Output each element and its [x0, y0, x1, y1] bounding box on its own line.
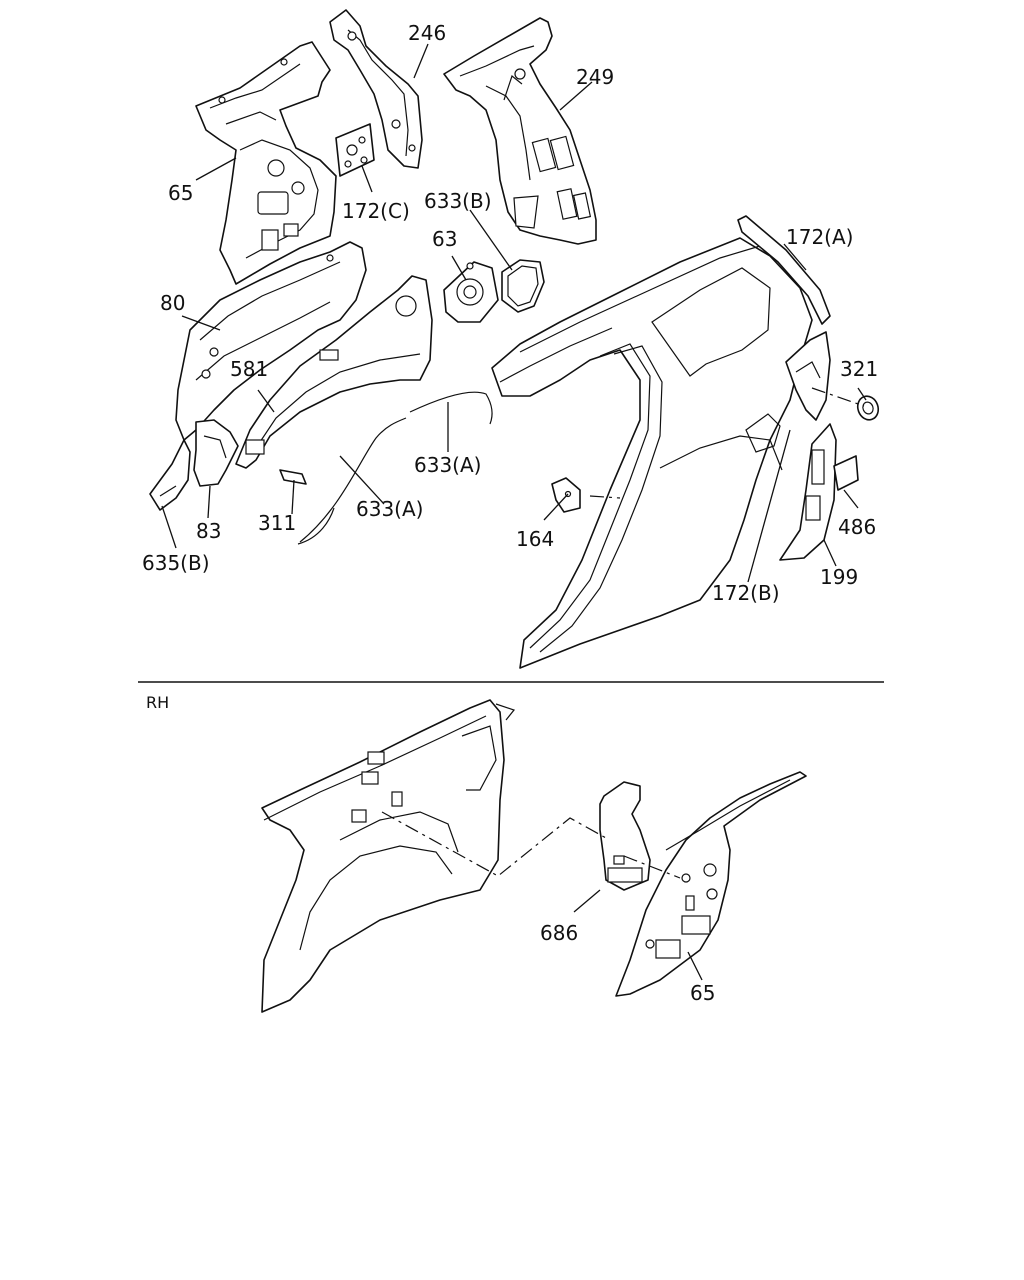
callout-249: 249 — [576, 65, 614, 89]
part-65-rh-panel — [615, 771, 807, 997]
callout-633a-lower: 633(A) — [356, 497, 423, 521]
callout-581: 581 — [230, 357, 268, 381]
side-body-outer-panel — [491, 237, 813, 669]
leader-lines-bottom — [381, 811, 703, 981]
part-686-bracket — [599, 781, 651, 891]
callout-633b: 633(B) — [424, 189, 492, 213]
callout-686: 686 — [540, 921, 578, 945]
callout-311: 311 — [258, 511, 296, 535]
callout-63: 63 — [432, 227, 457, 251]
callout-65-bottom: 65 — [690, 981, 715, 1005]
part-633a-strips — [297, 391, 493, 545]
part-80-wheelhouse — [175, 241, 367, 441]
part-581-wheelhouse-inner — [235, 275, 433, 469]
callout-164: 164 — [516, 527, 554, 551]
leader-lines-top — [161, 43, 867, 583]
part-172c-plate — [335, 123, 375, 177]
part-321-cap — [856, 395, 880, 421]
part-83-extension — [193, 419, 239, 487]
part-311-clip — [279, 469, 307, 485]
part-172b-corner — [785, 331, 831, 421]
part-635b-bracket — [149, 439, 191, 511]
part-65-inner-panel — [195, 41, 337, 285]
callout-172b: 172(B) — [712, 581, 780, 605]
callout-65-top: 65 — [168, 181, 193, 205]
callout-486: 486 — [838, 515, 876, 539]
rh-body-cutaway — [261, 699, 516, 1013]
callout-labels: 65 246 172(C) 633(B) 249 63 172(A) 80 58… — [142, 21, 878, 1005]
callout-83: 83 — [196, 519, 221, 543]
callout-633a-upper: 633(A) — [414, 453, 481, 477]
part-486-label — [833, 455, 859, 491]
callout-246: 246 — [408, 21, 446, 45]
callout-635b: 635(B) — [142, 551, 210, 575]
part-63-filler-housing — [443, 261, 499, 323]
section-label-rh: RH — [146, 693, 169, 712]
callout-80: 80 — [160, 291, 185, 315]
part-199-panel — [779, 423, 837, 561]
callout-172a: 172(A) — [786, 225, 853, 249]
callout-321: 321 — [840, 357, 878, 381]
part-249-pillar-panel — [443, 17, 597, 245]
part-633b-seal — [501, 259, 545, 313]
callout-172c: 172(C) — [342, 199, 410, 223]
part-246-bracket — [329, 9, 423, 169]
callout-199: 199 — [820, 565, 858, 589]
part-172a-strip — [737, 215, 831, 325]
